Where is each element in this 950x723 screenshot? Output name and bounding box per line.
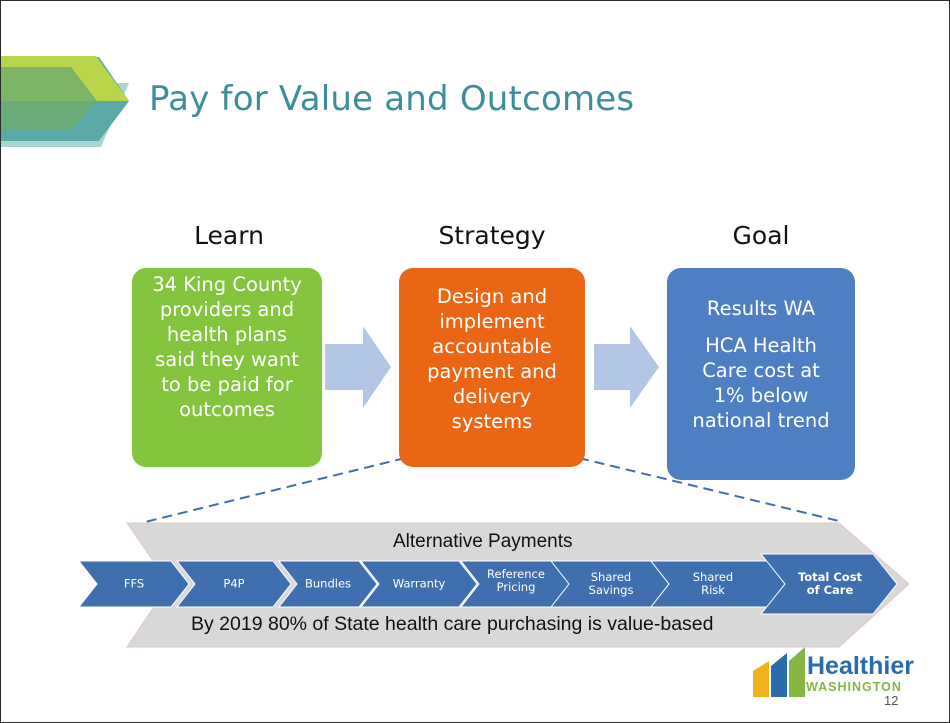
healthier-washington-logo-icon [753, 647, 805, 697]
strategy-line: accountable [432, 335, 552, 358]
deco-band-mid [1, 67, 97, 129]
chevron-label-ffs: FFS [123, 576, 145, 591]
connector-right [578, 457, 840, 522]
chevron-label-shared-savings: Shared Savings [588, 570, 634, 597]
chevron-label-p4p: P4P [223, 576, 245, 591]
heading-strategy: Strategy [438, 221, 546, 250]
goal-line: national trend [692, 409, 830, 432]
slide-title: Pay for Value and Outcomes [149, 79, 635, 119]
learn-line: providers and [159, 298, 295, 321]
heading-goal: Goal [732, 221, 790, 250]
goal-box: Results WA HCA Health Care cost at 1% be… [667, 268, 855, 480]
learn-line: health plans [166, 323, 288, 346]
goal-line: HCA Health [705, 334, 817, 357]
alternative-payments-title: Alternative Payments [393, 531, 573, 552]
strategy-line: implement [439, 310, 545, 333]
logo-bar-yellow [753, 661, 769, 697]
learn-line: to be paid for [161, 373, 293, 396]
chevron-total-cost-of-care [759, 553, 898, 615]
learn-line: outcomes [179, 398, 275, 421]
footnote: By 2019 80% of State health care purchas… [191, 613, 714, 635]
heading-learn: Learn [194, 221, 264, 250]
learn-line: said they want [155, 348, 299, 371]
chevron-label-total-cost-of-care: Total Cost of Care [797, 570, 863, 597]
chevron-ffs [77, 560, 190, 608]
chevron-p4p [175, 560, 292, 608]
connector-left [140, 457, 406, 524]
chevron-bundles [277, 560, 378, 608]
payment-chevrons [77, 553, 898, 615]
chevron-label-warranty: Warranty [392, 576, 446, 591]
strategy-line: systems [451, 410, 533, 433]
header-decoration [1, 56, 129, 147]
arrow-learn-to-strategy [325, 326, 391, 408]
strategy-line: payment and [427, 360, 557, 383]
logo-name: Healthier [807, 652, 914, 680]
chevron-label-reference-pricing: Reference Pricing [487, 567, 545, 594]
learn-box: 34 King County providers and health plan… [132, 268, 322, 467]
goal-line: Care cost at [702, 359, 820, 382]
learn-line: 34 King County [152, 273, 302, 296]
chevron-label-shared-risk: Shared Risk [692, 570, 734, 597]
logo-bar-blue [771, 653, 787, 697]
goal-line: 1% below [713, 384, 809, 407]
goal-results-wa: Results WA [706, 297, 816, 320]
strategy-box: Design and implement accountable payment… [399, 268, 585, 467]
logo-subtitle: WASHINGTON [806, 680, 902, 694]
chevron-label-bundles: Bundles [304, 576, 352, 591]
strategy-line: Design and [436, 285, 548, 308]
arrow-strategy-to-goal [594, 326, 659, 408]
chevron-warranty [359, 560, 478, 608]
logo-bar-green [789, 647, 805, 697]
page-number: 12 [884, 693, 899, 708]
strategy-line: delivery [452, 385, 532, 408]
